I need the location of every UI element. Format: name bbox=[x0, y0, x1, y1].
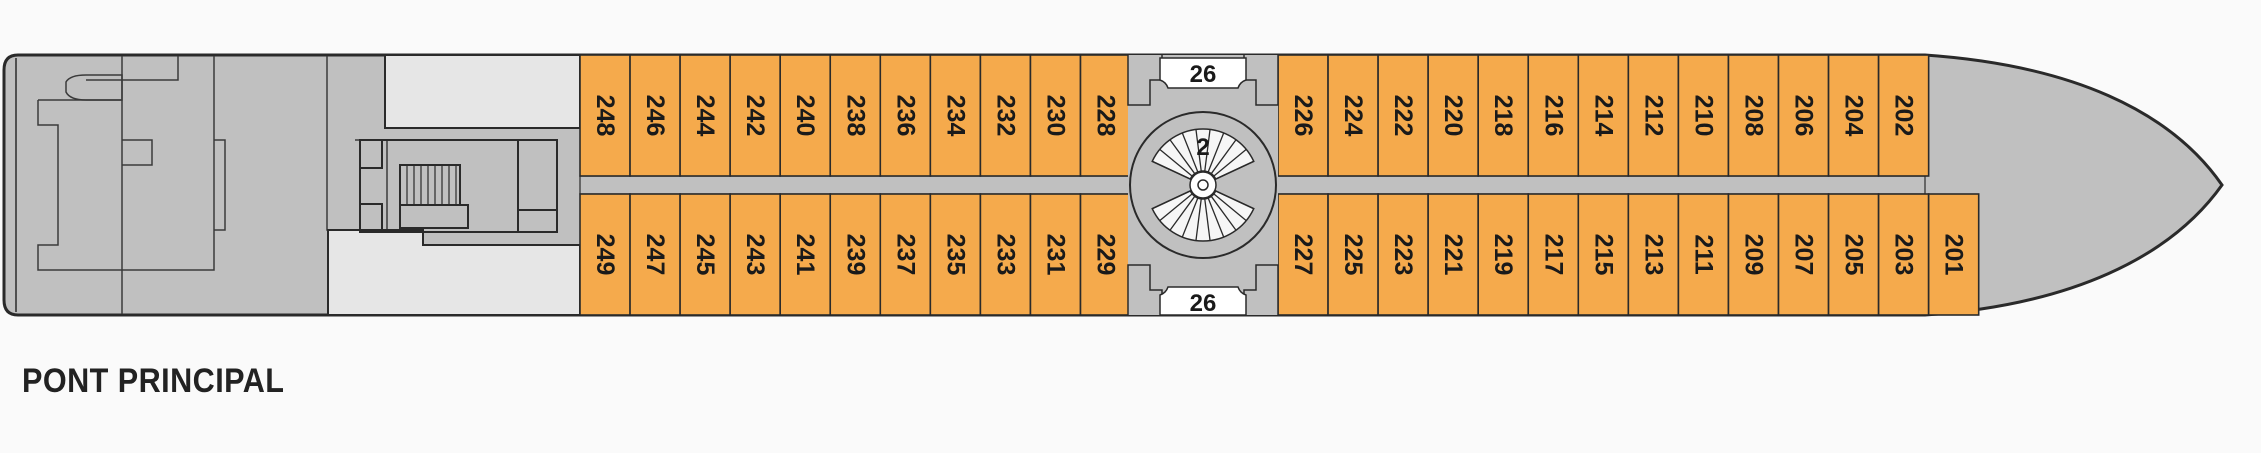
cabin-label-211: 211 bbox=[1689, 234, 1717, 274]
cabin-label-241: 241 bbox=[791, 234, 819, 276]
cabin-label-205: 205 bbox=[1840, 234, 1868, 276]
cabin-227 bbox=[1277, 193, 1329, 316]
cabin-label-229: 229 bbox=[1092, 234, 1120, 276]
cabin-label-234: 234 bbox=[941, 95, 969, 137]
cabin-label-223: 223 bbox=[1389, 234, 1417, 276]
cabin-label-210: 210 bbox=[1689, 95, 1717, 137]
cabin-label-203: 203 bbox=[1890, 234, 1918, 276]
cabin-242 bbox=[729, 54, 782, 177]
cabin-label-206: 206 bbox=[1790, 95, 1818, 137]
cabin-label-201: 201 bbox=[1940, 234, 1968, 276]
cabin-label-244: 244 bbox=[691, 95, 719, 137]
cabin-label-222: 222 bbox=[1389, 95, 1417, 137]
cabin-235 bbox=[929, 193, 982, 316]
cabin-label-225: 225 bbox=[1339, 234, 1367, 276]
cabin-label-224: 224 bbox=[1339, 95, 1367, 137]
cabin-label-238: 238 bbox=[841, 95, 869, 137]
cabin-202 bbox=[1877, 54, 1930, 177]
cabin-label-202: 202 bbox=[1890, 95, 1918, 137]
cabin-238 bbox=[829, 54, 882, 177]
cabin-219 bbox=[1477, 193, 1530, 316]
cabin-label-219: 219 bbox=[1489, 234, 1517, 276]
cabin-225 bbox=[1327, 193, 1379, 316]
cabin-label-227: 227 bbox=[1289, 234, 1317, 276]
cabin-label-221: 221 bbox=[1439, 234, 1467, 276]
cabin-222 bbox=[1377, 54, 1429, 177]
cabin-249 bbox=[579, 193, 631, 316]
cabin-label-220: 220 bbox=[1439, 95, 1467, 137]
cabin-220 bbox=[1427, 54, 1480, 177]
cabin-205 bbox=[1827, 193, 1880, 316]
cabin-233 bbox=[979, 193, 1032, 316]
central-lobby bbox=[1127, 55, 1279, 315]
cabin-label-207: 207 bbox=[1790, 234, 1818, 276]
cabin-212 bbox=[1627, 54, 1680, 177]
cabin-206 bbox=[1777, 54, 1830, 177]
cabin-label-249: 249 bbox=[591, 234, 619, 276]
cabin-217 bbox=[1527, 193, 1580, 316]
cabin-label-228: 228 bbox=[1092, 95, 1120, 137]
aft-staircase bbox=[359, 139, 558, 245]
cabin-237 bbox=[879, 193, 932, 316]
upper-badge-label: 26 bbox=[1190, 61, 1217, 88]
cabin-label-214: 214 bbox=[1589, 95, 1617, 137]
cabin-label-231: 231 bbox=[1041, 234, 1069, 276]
cabin-224 bbox=[1327, 54, 1379, 177]
cabin-236 bbox=[879, 54, 932, 177]
cabin-label-248: 248 bbox=[591, 95, 619, 137]
cabin-label-240: 240 bbox=[791, 95, 819, 137]
cabin-label-217: 217 bbox=[1539, 234, 1567, 276]
cabin-208 bbox=[1727, 54, 1780, 177]
cabin-label-247: 247 bbox=[641, 234, 669, 276]
cabin-204 bbox=[1827, 54, 1880, 177]
cabin-221 bbox=[1427, 193, 1480, 316]
cabin-label-213: 213 bbox=[1639, 234, 1667, 276]
cabin-label-235: 235 bbox=[941, 234, 969, 276]
cabin-226 bbox=[1277, 54, 1329, 177]
open-area-upper bbox=[384, 54, 581, 129]
cabin-245 bbox=[679, 193, 731, 316]
cabin-234 bbox=[929, 54, 982, 177]
cabin-215 bbox=[1577, 193, 1630, 316]
cabin-label-233: 233 bbox=[991, 234, 1019, 276]
cabin-218 bbox=[1477, 54, 1530, 177]
cabin-214 bbox=[1577, 54, 1630, 177]
cabins-lower-row: 249 247 245 243 241 239 237 235 233 231 229 227 225 2… bbox=[579, 193, 1980, 316]
cabin-201 bbox=[1927, 193, 1980, 316]
cabin-216 bbox=[1527, 54, 1580, 177]
lower-badge-label: 26 bbox=[1190, 290, 1217, 317]
cabin-label-226: 226 bbox=[1289, 95, 1317, 137]
deck-title: PONT PRINCIPAL bbox=[22, 362, 285, 400]
cabin-label-239: 239 bbox=[841, 234, 869, 276]
cabin-label-209: 209 bbox=[1739, 234, 1767, 276]
cabin-241 bbox=[779, 193, 832, 316]
cabin-label-246: 246 bbox=[641, 95, 669, 137]
cabin-243 bbox=[729, 193, 782, 316]
cabin-label-208: 208 bbox=[1739, 95, 1767, 137]
stair-label: 2 bbox=[1196, 134, 1209, 161]
cabin-label-232: 232 bbox=[991, 95, 1019, 137]
cabin-label-204: 204 bbox=[1840, 95, 1868, 137]
upper-badge: 26 bbox=[1159, 57, 1247, 89]
cabin-label-243: 243 bbox=[741, 234, 769, 276]
cabin-label-242: 242 bbox=[741, 95, 769, 137]
cabin-230 bbox=[1029, 54, 1082, 177]
cabin-label-216: 216 bbox=[1539, 95, 1567, 137]
cabin-label-245: 245 bbox=[691, 234, 719, 276]
cabin-label-218: 218 bbox=[1489, 95, 1517, 137]
cabin-label-212: 212 bbox=[1639, 95, 1667, 137]
cabin-label-236: 236 bbox=[891, 95, 919, 137]
cabin-246 bbox=[629, 54, 681, 177]
cabin-label-215: 215 bbox=[1589, 234, 1617, 276]
cabin-247 bbox=[629, 193, 681, 316]
cabin-211 bbox=[1677, 193, 1730, 316]
spiral-staircase-icon bbox=[1151, 128, 1255, 242]
cabin-label-230: 230 bbox=[1041, 95, 1069, 137]
cabin-229 bbox=[1079, 193, 1132, 316]
cabin-label-237: 237 bbox=[891, 234, 919, 276]
cabin-228 bbox=[1079, 54, 1132, 177]
lower-badge: 26 bbox=[1159, 286, 1247, 317]
